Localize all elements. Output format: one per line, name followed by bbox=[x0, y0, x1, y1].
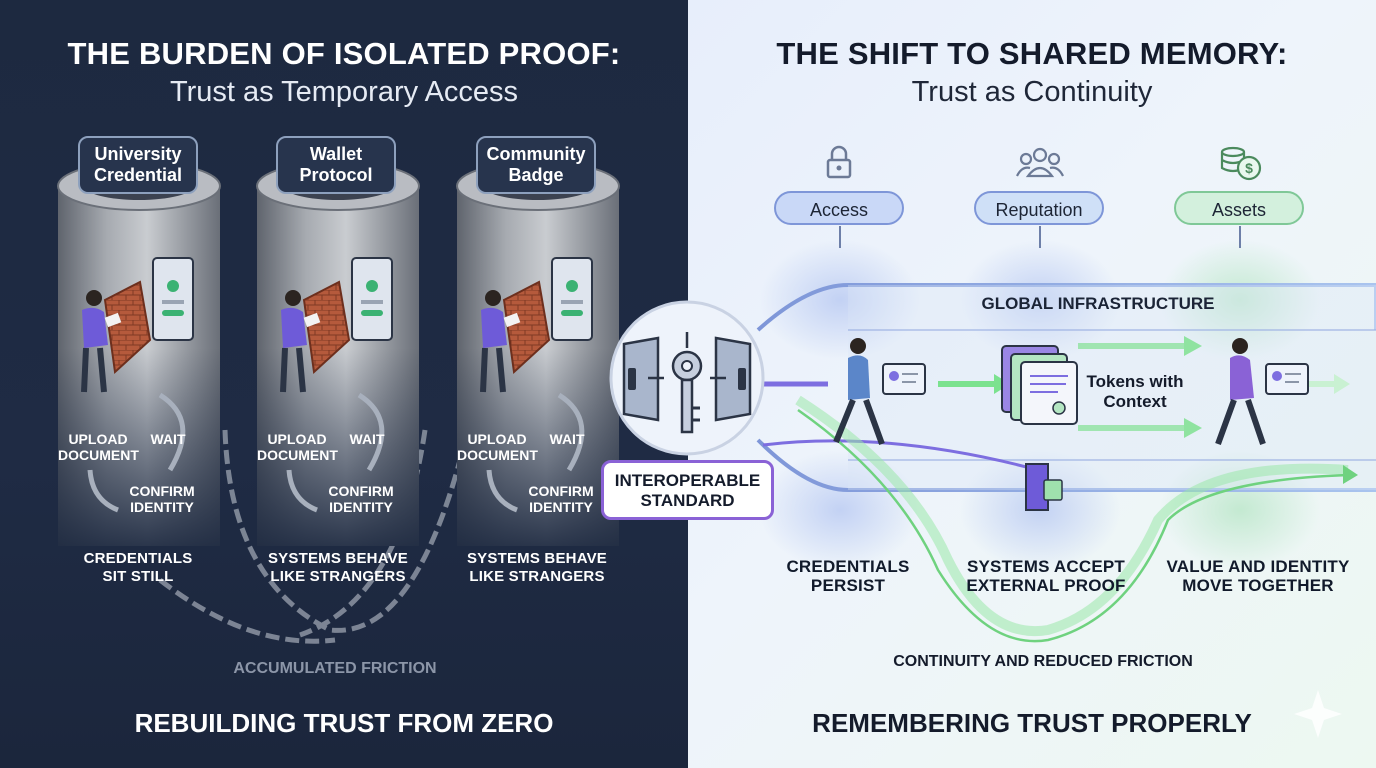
pillar-access: Access bbox=[774, 191, 904, 225]
brick-wall-icon bbox=[502, 280, 551, 375]
id-card-icon bbox=[1265, 363, 1309, 395]
right-footer: REMEMBERING TRUST PROPERLY bbox=[812, 708, 1252, 738]
lock-icon bbox=[826, 145, 852, 179]
silo-2-label: Wallet Protocol bbox=[276, 136, 396, 194]
silo-3-label-line1: Community bbox=[486, 144, 586, 164]
global-infrastructure-label: GLOBAL INFRASTRUCTURE bbox=[981, 294, 1215, 313]
upload-line2: DOCUMENT bbox=[457, 447, 538, 463]
phone-icon bbox=[551, 257, 593, 341]
silo-2-caption-line1: SYSTEMS BEHAVE bbox=[267, 550, 409, 567]
confirm-line1: CONFIRM bbox=[328, 483, 394, 499]
left-footer: REBUILDING TRUST FROM ZERO bbox=[134, 708, 554, 738]
token-stack-icon bbox=[1001, 345, 1078, 425]
silo-1-label-line1: University bbox=[94, 144, 182, 164]
silo-1-label-line2: Credential bbox=[93, 165, 183, 185]
caption-2-line2: EXTERNAL PROOF bbox=[966, 576, 1126, 595]
upload-line1: UPLOAD bbox=[267, 431, 327, 447]
silos-illustration bbox=[57, 161, 620, 644]
pillar-reputation: Reputation bbox=[974, 191, 1104, 225]
silo-2-scene bbox=[280, 257, 393, 513]
upload-line1: UPLOAD bbox=[68, 431, 128, 447]
confirm-line2: IDENTITY bbox=[130, 499, 194, 515]
wait-step-label: WAIT bbox=[549, 431, 585, 447]
interoperable-key-icon bbox=[609, 300, 765, 456]
silo-3-label: Community Badge bbox=[476, 136, 596, 194]
badge-line1: INTEROPERABLE bbox=[614, 471, 761, 490]
brick-wall-icon bbox=[103, 280, 152, 375]
person-icon bbox=[280, 290, 321, 393]
silo-3-label-line2: Badge bbox=[508, 165, 564, 185]
silo-2-label-line1: Wallet bbox=[309, 144, 363, 164]
silo-3-caption-line1: SYSTEMS BEHAVE bbox=[466, 550, 608, 567]
wait-step-label: WAIT bbox=[150, 431, 186, 447]
person-icon bbox=[81, 290, 122, 393]
pillar-assets: Assets bbox=[1174, 191, 1304, 225]
right-title: THE SHIFT TO SHARED MEMORY: bbox=[776, 36, 1288, 71]
left-title: THE BURDEN OF ISOLATED PROOF: bbox=[67, 36, 621, 71]
silo-2-caption-line2: LIKE STRANGERS bbox=[270, 568, 406, 585]
tokens-label-line1: Tokens with bbox=[1086, 372, 1184, 391]
brick-wall-icon bbox=[302, 280, 351, 375]
wait-step-label: WAIT bbox=[349, 431, 385, 447]
walking-person-icon bbox=[1215, 338, 1309, 446]
infrastructure-illustration bbox=[756, 226, 1376, 738]
tokens-label-line2: Context bbox=[1103, 392, 1167, 411]
silo-1-caption-line2: SIT STILL bbox=[102, 568, 174, 585]
tokens-label: Tokens with Context bbox=[1080, 372, 1190, 412]
upload-line1: UPLOAD bbox=[467, 431, 527, 447]
svg-text:$: $ bbox=[1245, 160, 1253, 176]
confirm-line1: CONFIRM bbox=[129, 483, 195, 499]
confirm-line2: IDENTITY bbox=[529, 499, 593, 515]
caption-3-line2: MOVE TOGETHER bbox=[1182, 576, 1334, 595]
caption-1-line2: PERSIST bbox=[810, 576, 886, 595]
badge-line2: STANDARD bbox=[640, 491, 735, 510]
friction-label: ACCUMULATED FRICTION bbox=[233, 660, 437, 677]
people-icon bbox=[1016, 147, 1064, 178]
silo-1-caption-line1: CREDENTIALS bbox=[83, 550, 193, 567]
phone-icon bbox=[152, 257, 194, 341]
right-subtitle: Trust as Continuity bbox=[911, 76, 1153, 108]
caption-2-line1: SYSTEMS ACCEPT bbox=[966, 557, 1126, 576]
silo-2-label-line2: Protocol bbox=[299, 165, 373, 185]
upload-line2: DOCUMENT bbox=[58, 447, 139, 463]
left-subtitle: Trust as Temporary Access bbox=[169, 76, 519, 108]
silo-1-scene bbox=[81, 257, 194, 513]
coins-icon: $ bbox=[1220, 146, 1262, 181]
caption-3-line1: VALUE AND IDENTITY bbox=[1166, 557, 1350, 576]
upload-line2: DOCUMENT bbox=[257, 447, 338, 463]
interoperable-standard-badge: INTEROPERABLE STANDARD bbox=[601, 460, 774, 520]
door-icon bbox=[1025, 463, 1063, 511]
confirm-line2: IDENTITY bbox=[329, 499, 393, 515]
phone-icon bbox=[351, 257, 393, 341]
silo-1-label: University Credential bbox=[78, 136, 198, 194]
walking-person-icon bbox=[833, 338, 926, 446]
confirm-line1: CONFIRM bbox=[528, 483, 594, 499]
silo-1 bbox=[57, 161, 221, 546]
silo-3-scene bbox=[480, 257, 593, 513]
continuity-label: CONTINUITY AND REDUCED FRICTION bbox=[893, 653, 1193, 670]
silo-3-caption-line2: LIKE STRANGERS bbox=[469, 568, 605, 585]
person-icon bbox=[480, 290, 521, 393]
id-card-icon bbox=[882, 363, 926, 395]
caption-1-line1: CREDENTIALS bbox=[786, 557, 910, 576]
sparkle-icon bbox=[1294, 690, 1342, 738]
